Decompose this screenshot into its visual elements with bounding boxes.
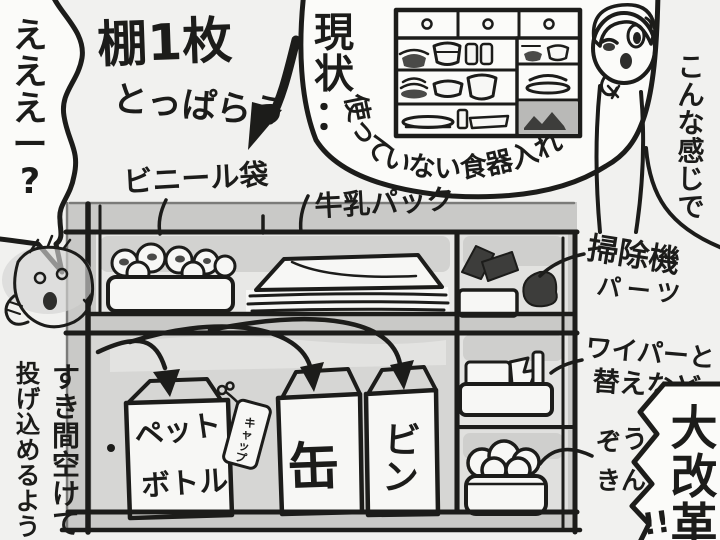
cap-tag: キャップ	[216, 381, 272, 470]
bottle-box-label: ビン	[381, 419, 421, 499]
can-box-label: 缶	[286, 437, 340, 499]
rag-pointer	[538, 447, 594, 466]
big-down-arrow	[248, 35, 301, 150]
vacuum-pointer	[538, 252, 586, 278]
plastic-bag-label: ビニール袋	[123, 157, 270, 199]
rag-basket	[464, 439, 548, 516]
pet-bottle-box: ペット ボトル	[123, 377, 235, 521]
current-state-vertical-label: 現状：	[314, 10, 355, 139]
gap-note-line2: 投げ込めるように	[16, 359, 41, 540]
speech-bubble-arc	[644, 146, 720, 250]
character-speech: こんな感じで	[678, 52, 705, 223]
bottle-box: ビン	[363, 365, 441, 518]
reform-marks: !!	[640, 504, 672, 540]
plastic-bag-tray	[106, 242, 237, 313]
rag-label-line2: きん	[596, 466, 646, 495]
left-shout-text: えええー?	[12, 17, 47, 203]
wiper-pointer	[549, 358, 584, 375]
dish-cabinet	[393, 7, 583, 139]
character-face	[591, 2, 657, 234]
wiper-items	[458, 350, 554, 417]
shelf-frame	[59, 201, 583, 535]
gap-note-line1: すき間空けて	[52, 361, 80, 540]
reform-text: 大改革	[671, 401, 718, 540]
milk-carton-pointer	[298, 194, 310, 234]
reform-bubble: 大改革 !!	[629, 381, 720, 540]
shelf-note-line1: 棚1枚	[96, 11, 233, 74]
throw-in-arrows	[95, 317, 414, 397]
milk-carton-stack	[246, 253, 450, 314]
milk-carton-label: 牛乳パック	[314, 183, 456, 223]
cap-tag-label: キャップ	[233, 415, 258, 466]
pet-box-label-2: ボトル	[140, 463, 229, 503]
plastic-bag-pointer	[157, 198, 168, 236]
shocked-face-doodle	[2, 234, 95, 329]
can-box: 缶	[275, 367, 365, 517]
